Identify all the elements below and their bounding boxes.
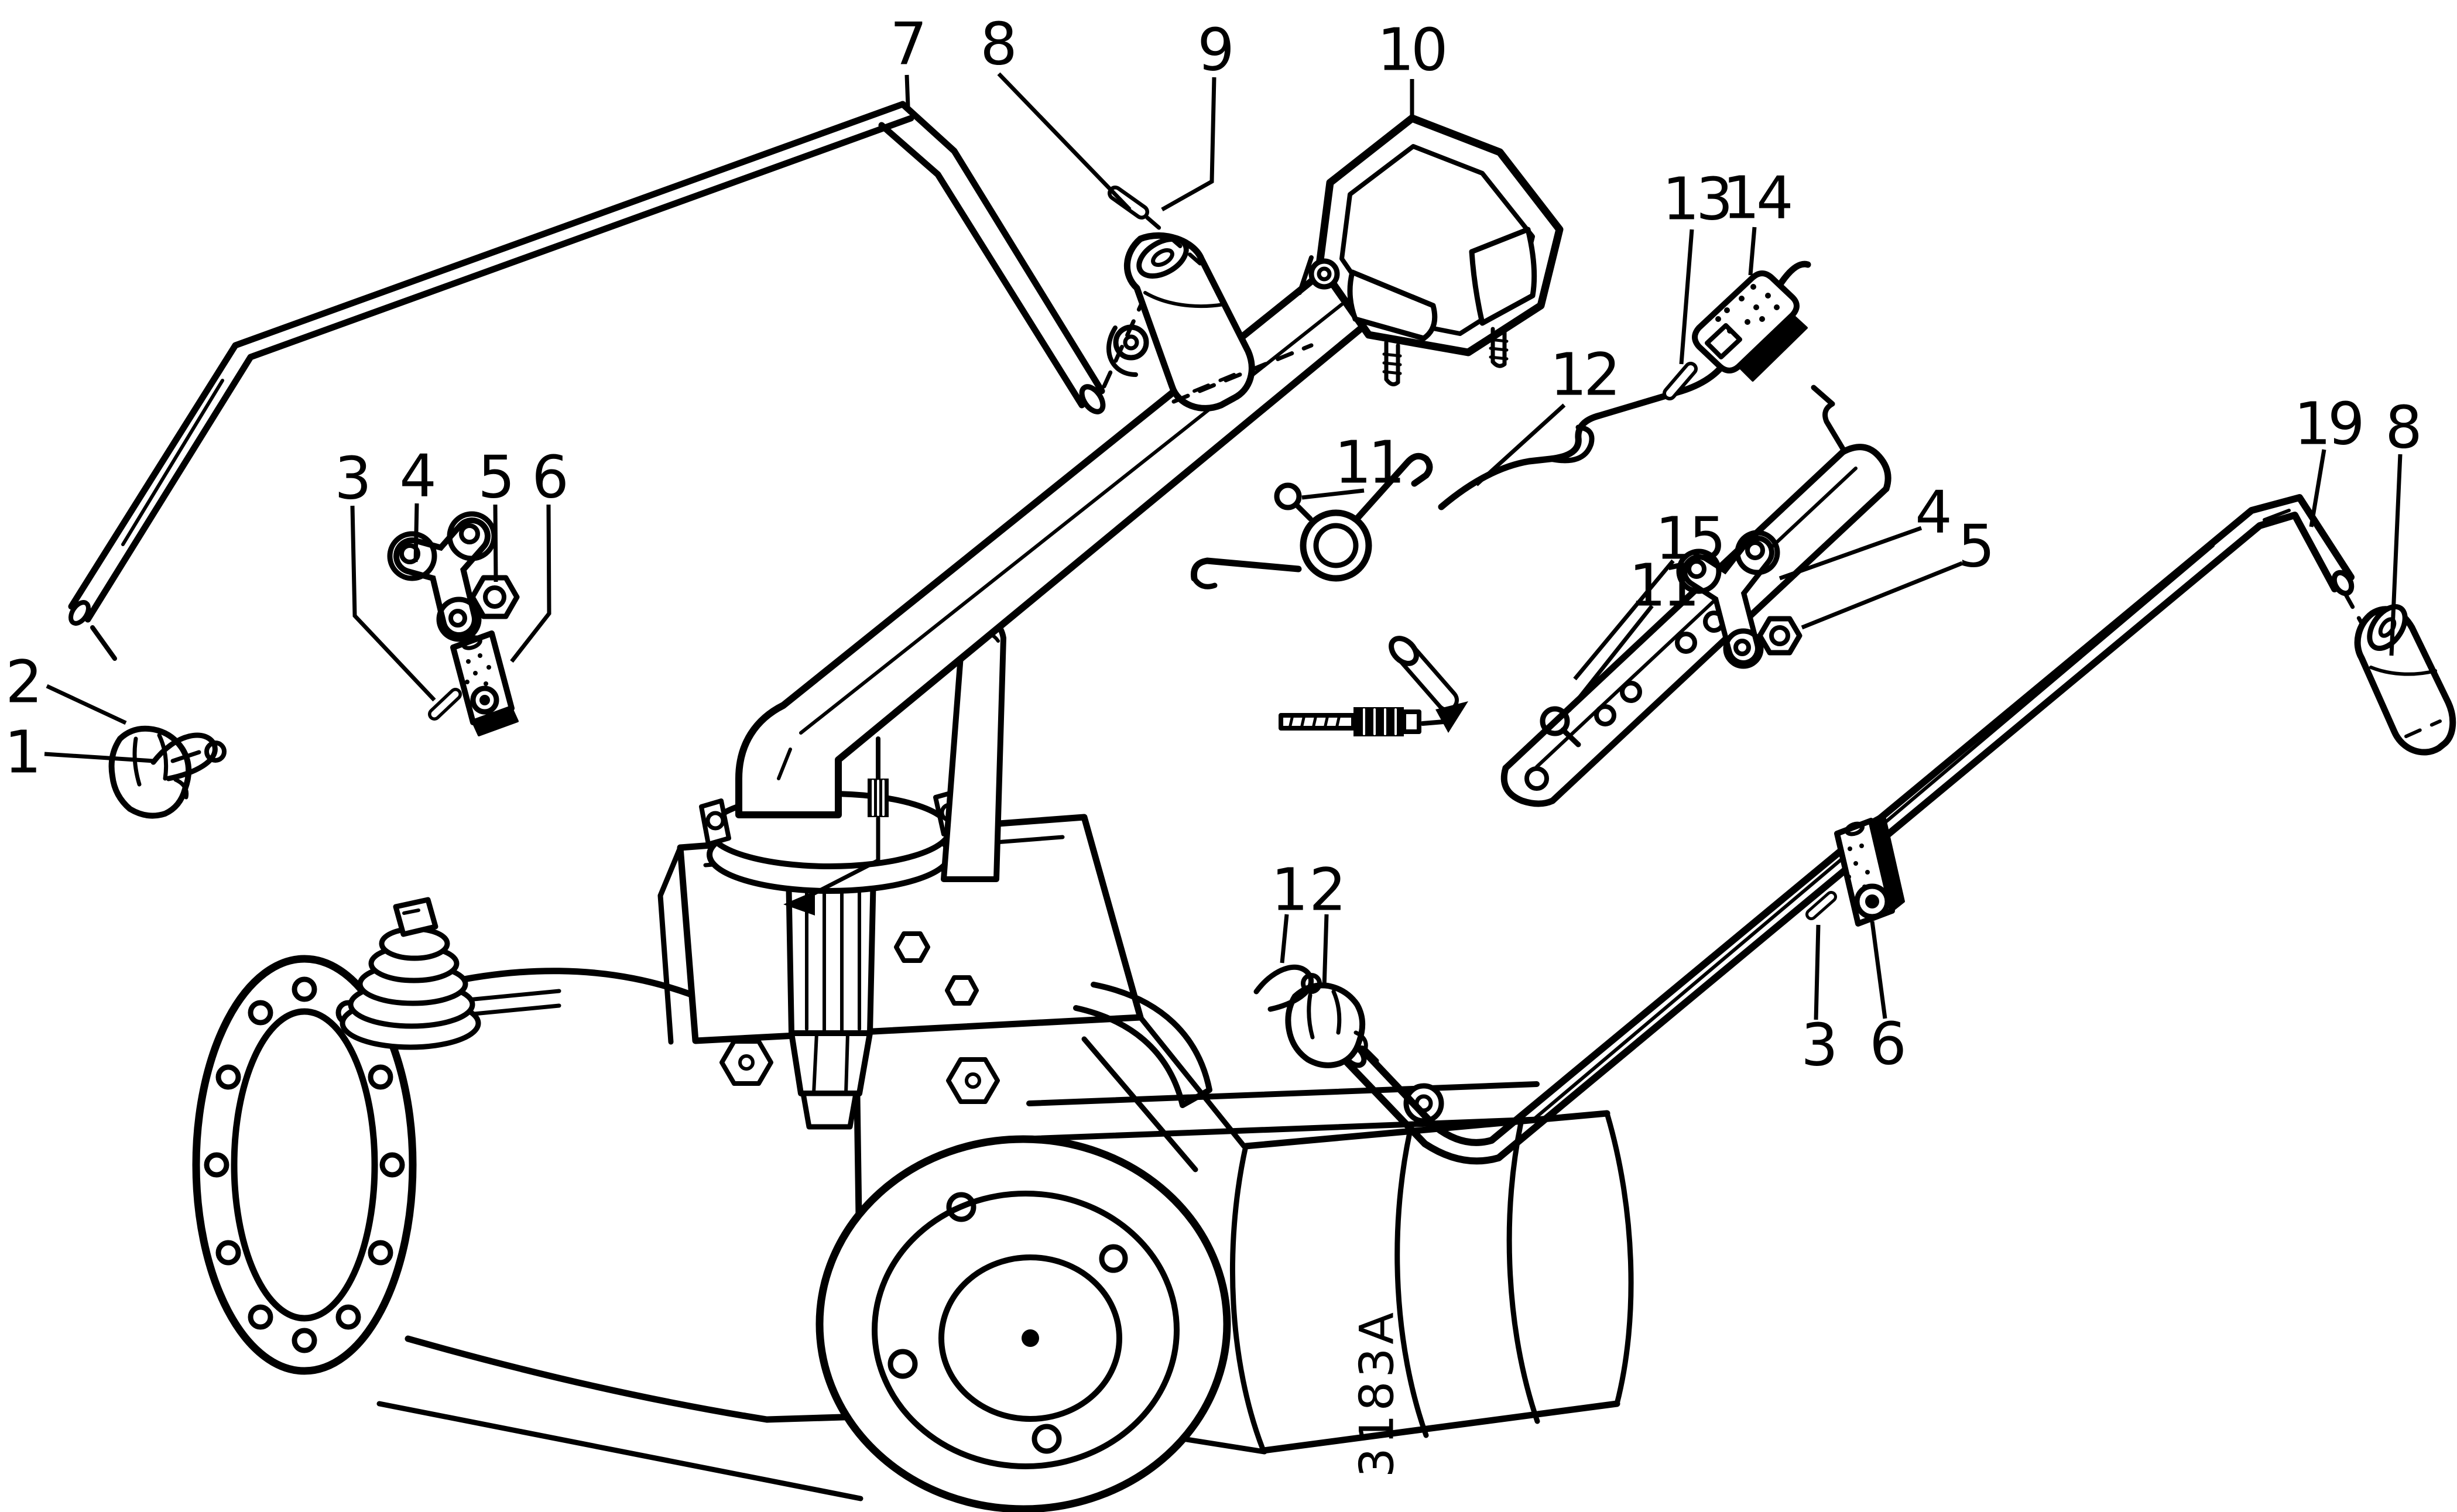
rod-end-sleeve-13 <box>1663 362 1698 400</box>
grip-block-14 <box>1692 270 1808 382</box>
torsion-spring <box>1190 452 1433 589</box>
shift-tower <box>657 789 1212 1130</box>
callout-label-1-left: 1 <box>4 718 38 787</box>
ball-joint-bottom <box>1285 982 1379 1068</box>
callout-leader-1-left <box>44 752 154 763</box>
shift-boot <box>340 897 481 1050</box>
callout-leader-4-right <box>1779 526 1923 581</box>
lever-cover <box>1297 114 1564 386</box>
callout-leader-15 <box>1573 559 1675 681</box>
gear-lever <box>735 265 1385 882</box>
callout-label-6-left: 6 <box>532 443 566 512</box>
callout-label-4-left: 4 <box>399 442 434 510</box>
callout-leader-11-spring <box>1301 488 1365 500</box>
figure-code: 3183A <box>1350 1309 1404 1477</box>
callout-leader-6-left <box>510 504 551 663</box>
callout-leader-14 <box>1748 227 1757 276</box>
callout-leader-12 <box>1475 403 1566 486</box>
callout-leader-2-left <box>46 684 127 725</box>
callout-leader-5-left <box>493 504 498 582</box>
callout-leader-7 <box>904 74 910 107</box>
left-shift-rod <box>68 101 1157 661</box>
callout-label-13: 13 <box>1662 165 1729 234</box>
callout-leader-1-bottom <box>1280 914 1289 964</box>
callout-label-10: 10 <box>1377 16 1444 84</box>
callout-label-5-right: 5 <box>1958 512 1992 581</box>
right-shift-rod <box>1341 494 2371 1165</box>
pin-left <box>428 688 462 721</box>
callout-leader-5-right <box>1801 561 1963 630</box>
nut-left <box>470 575 520 619</box>
callout-leader-3-left <box>350 505 436 702</box>
clamp-bracket-right <box>1676 530 1780 669</box>
callout-leader-8-right <box>2389 454 2403 656</box>
callout-label-3-left: 3 <box>334 444 368 513</box>
detent-block-left <box>450 630 519 736</box>
callout-label-6-bottom: 6 <box>1869 1010 1903 1078</box>
callout-leader-9 <box>1161 77 1216 212</box>
detent-block-bottom <box>1834 812 1905 927</box>
gearbox-housing <box>815 1014 1634 1512</box>
callout-label-3-bottom: 3 <box>1801 1011 1835 1079</box>
callout-label-12: 12 <box>1550 341 1617 409</box>
set-screw <box>1279 701 1468 736</box>
knob-right <box>2354 604 2456 756</box>
callout-leader-4-left <box>413 503 419 563</box>
tower-screw <box>783 736 889 916</box>
callout-leader-11-washer <box>1567 604 1654 712</box>
callout-label-14: 14 <box>1722 164 1791 232</box>
callout-label-8-right: 8 <box>2385 393 2419 462</box>
cotter-pin-bottom <box>1253 965 1322 1012</box>
callout-leader-19 <box>2309 449 2326 527</box>
pin-bottom <box>1805 891 1837 920</box>
callout-label-2-bottom: 2 <box>1309 856 1343 924</box>
callout-leader-2-bottom <box>1322 914 1329 989</box>
spring-eyelet <box>1274 482 1313 522</box>
nut-right <box>1757 616 1803 656</box>
callout-label-7: 7 <box>890 10 924 78</box>
axle-flange <box>192 955 417 1375</box>
knob-left <box>1123 232 1255 412</box>
axle-tube <box>374 968 865 1501</box>
callout-label-19: 19 <box>2294 390 2361 458</box>
callout-leader-8-left <box>997 72 1132 211</box>
callout-label-2-left: 2 <box>5 648 39 716</box>
callout-leader-13 <box>1679 229 1694 365</box>
callout-label-5-left: 5 <box>478 443 512 512</box>
clamp-bracket-left <box>387 511 497 642</box>
callout-label-9: 9 <box>1197 16 1231 84</box>
callout-label-1-bottom: 1 <box>1271 856 1305 924</box>
callout-leaders <box>44 72 2403 1020</box>
cotter-pin-left <box>150 732 227 781</box>
callout-label-8-left: 8 <box>980 10 1014 78</box>
clevis-pin <box>1389 636 1459 712</box>
callout-label-4-right: 4 <box>1915 478 1949 547</box>
callout-leader-3-bottom <box>1814 924 1821 1020</box>
callout-label-11-spring: 11 <box>1334 428 1401 497</box>
callout-label-15: 15 <box>1655 505 1722 573</box>
callout-label-11-washer: 11 <box>1629 551 1696 620</box>
callout-leader-6-bottom <box>1870 921 1887 1019</box>
